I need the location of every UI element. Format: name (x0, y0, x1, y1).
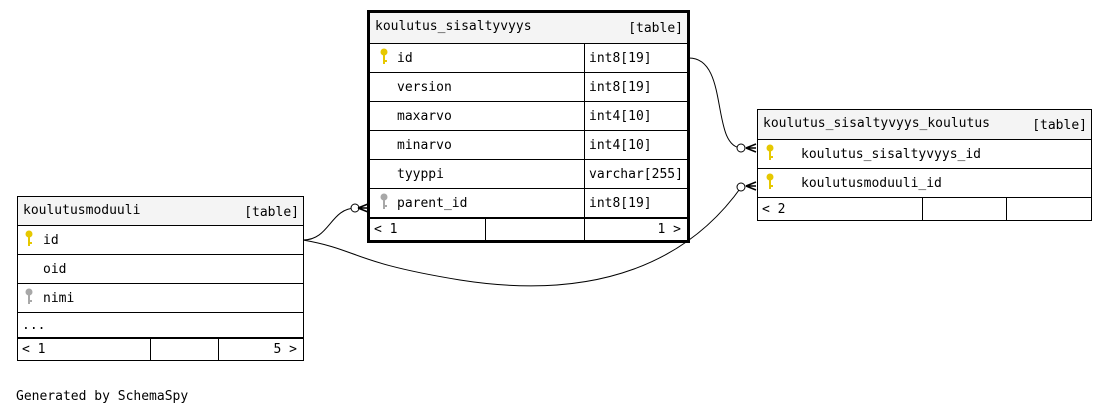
more-columns-ellipsis: ... (22, 317, 46, 333)
column-row[interactable]: tyyppi varchar[255] (370, 160, 687, 189)
table-kind: [table] (628, 21, 683, 36)
column-name: nimi (43, 290, 75, 306)
column-row[interactable]: version int8[19] (370, 73, 687, 102)
footer-spacer (150, 339, 218, 360)
column-name: koulutus_sisaltyvyys_id (801, 146, 982, 162)
column-row[interactable]: koulutus_sisaltyvyys_id (758, 140, 1091, 169)
table-name: koulutusmoduuli (23, 203, 141, 218)
column-type: varchar[255] (584, 160, 687, 188)
generator-caption: Generated by SchemaSpy (16, 389, 189, 404)
table-name: koulutus_sisaltyvyys (375, 19, 532, 34)
column-name: id (43, 232, 59, 248)
column-name: oid (43, 261, 67, 277)
index-key-icon (24, 288, 34, 306)
column-type: int4[10] (584, 102, 687, 130)
column-row[interactable]: parent_id int8[19] (370, 189, 687, 218)
footer-parents-count[interactable]: < 1 (374, 222, 398, 237)
table-name: koulutus_sisaltyvyys_koulutus (763, 116, 990, 131)
relation-optional-marker (736, 182, 746, 192)
column-row[interactable]: maxarvo int4[10] (370, 102, 687, 131)
column-type: int8[19] (584, 44, 687, 72)
table-kind: [table] (1032, 118, 1087, 133)
relation-line-koulutusmoduuli-koulutus (302, 185, 743, 287)
table-header: koulutusmoduuli [table] (18, 197, 303, 226)
table-footer: < 1 1 > (370, 218, 687, 240)
primary-key-icon (379, 48, 389, 66)
primary-key-icon (24, 230, 34, 248)
column-name: maxarvo (397, 108, 452, 124)
relation-crowfoot-marker (745, 181, 757, 191)
relation-line-koulutusmoduuli-parent (302, 207, 357, 241)
relation-crowfoot-marker (357, 203, 369, 213)
table-header: koulutus_sisaltyvyys [table] (370, 13, 687, 44)
column-name: minarvo (397, 137, 452, 153)
table-footer: < 1 5 > (18, 338, 303, 360)
table-koulutus-sisaltyvyys[interactable]: koulutus_sisaltyvyys [table] id int8[19]… (367, 10, 690, 243)
relation-optional-marker (736, 143, 746, 153)
column-row[interactable]: id (18, 226, 303, 255)
footer-children-count[interactable]: 5 > (218, 339, 303, 360)
relation-optional-marker (350, 203, 360, 213)
column-row[interactable]: minarvo int4[10] (370, 131, 687, 160)
footer-children-count[interactable] (1006, 198, 1091, 220)
footer-spacer (922, 198, 1006, 220)
footer-parents-count[interactable]: < 1 (22, 342, 46, 357)
primary-key-icon (765, 144, 775, 162)
footer-parents-count[interactable]: < 2 (762, 201, 786, 217)
column-name: id (397, 50, 413, 66)
table-koulutus-sisaltyvyys-koulutus[interactable]: koulutus_sisaltyvyys_koulutus [table] ko… (757, 109, 1092, 221)
column-name: tyyppi (397, 166, 444, 182)
more-columns-row: ... (18, 313, 303, 338)
column-name: version (397, 79, 452, 95)
column-row[interactable]: oid (18, 255, 303, 284)
table-header: koulutus_sisaltyvyys_koulutus [table] (758, 110, 1091, 140)
table-footer: < 2 (758, 198, 1091, 220)
footer-children-count[interactable]: 1 > (584, 219, 687, 240)
footer-spacer (485, 219, 584, 240)
relation-crowfoot-marker (745, 143, 757, 153)
index-key-icon (379, 193, 389, 211)
column-type: int4[10] (584, 131, 687, 159)
column-row[interactable]: koulutusmoduuli_id (758, 169, 1091, 198)
primary-key-icon (765, 173, 775, 191)
column-name: koulutusmoduuli_id (801, 175, 942, 191)
column-type: int8[19] (584, 73, 687, 101)
column-name: parent_id (397, 195, 468, 211)
relation-line-sisaltyvyys-koulutus (688, 57, 743, 149)
column-row[interactable]: id int8[19] (370, 44, 687, 73)
column-row[interactable]: nimi (18, 284, 303, 313)
table-koulutusmoduuli[interactable]: koulutusmoduuli [table] id oid nimi ... … (17, 196, 304, 361)
table-kind: [table] (244, 205, 299, 220)
column-type: int8[19] (584, 189, 687, 217)
